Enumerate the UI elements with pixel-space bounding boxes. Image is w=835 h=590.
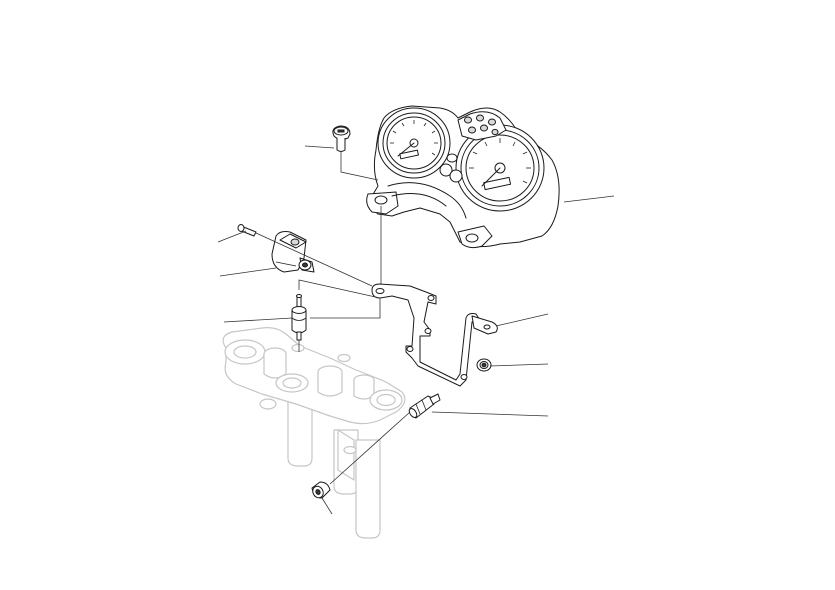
assembly-lines [255, 152, 411, 485]
flange-nut [476, 358, 492, 372]
leader-threaded-spacer [431, 411, 549, 417]
leader-sensor-unit [219, 267, 277, 277]
leader-mounting-bracket [495, 313, 549, 327]
small-screw [237, 224, 257, 237]
lower-nut [311, 481, 331, 499]
callout-leaders [217, 145, 615, 515]
leader-rubber-mount [223, 317, 293, 323]
leader-small-screw [217, 230, 247, 243]
threaded-spacer [408, 393, 441, 419]
instrument-cluster [366, 105, 560, 249]
mounting-bracket [371, 283, 498, 387]
cluster-screw [332, 125, 351, 152]
leader-cluster-screw [304, 145, 335, 149]
rubber-mount [291, 294, 307, 341]
leader-lower-nut [321, 497, 333, 515]
steering-yoke-ghost [222, 327, 406, 539]
leader-flange-nut [489, 363, 549, 367]
sensor-unit [271, 231, 315, 273]
leader-instrument-cluster [563, 195, 615, 203]
